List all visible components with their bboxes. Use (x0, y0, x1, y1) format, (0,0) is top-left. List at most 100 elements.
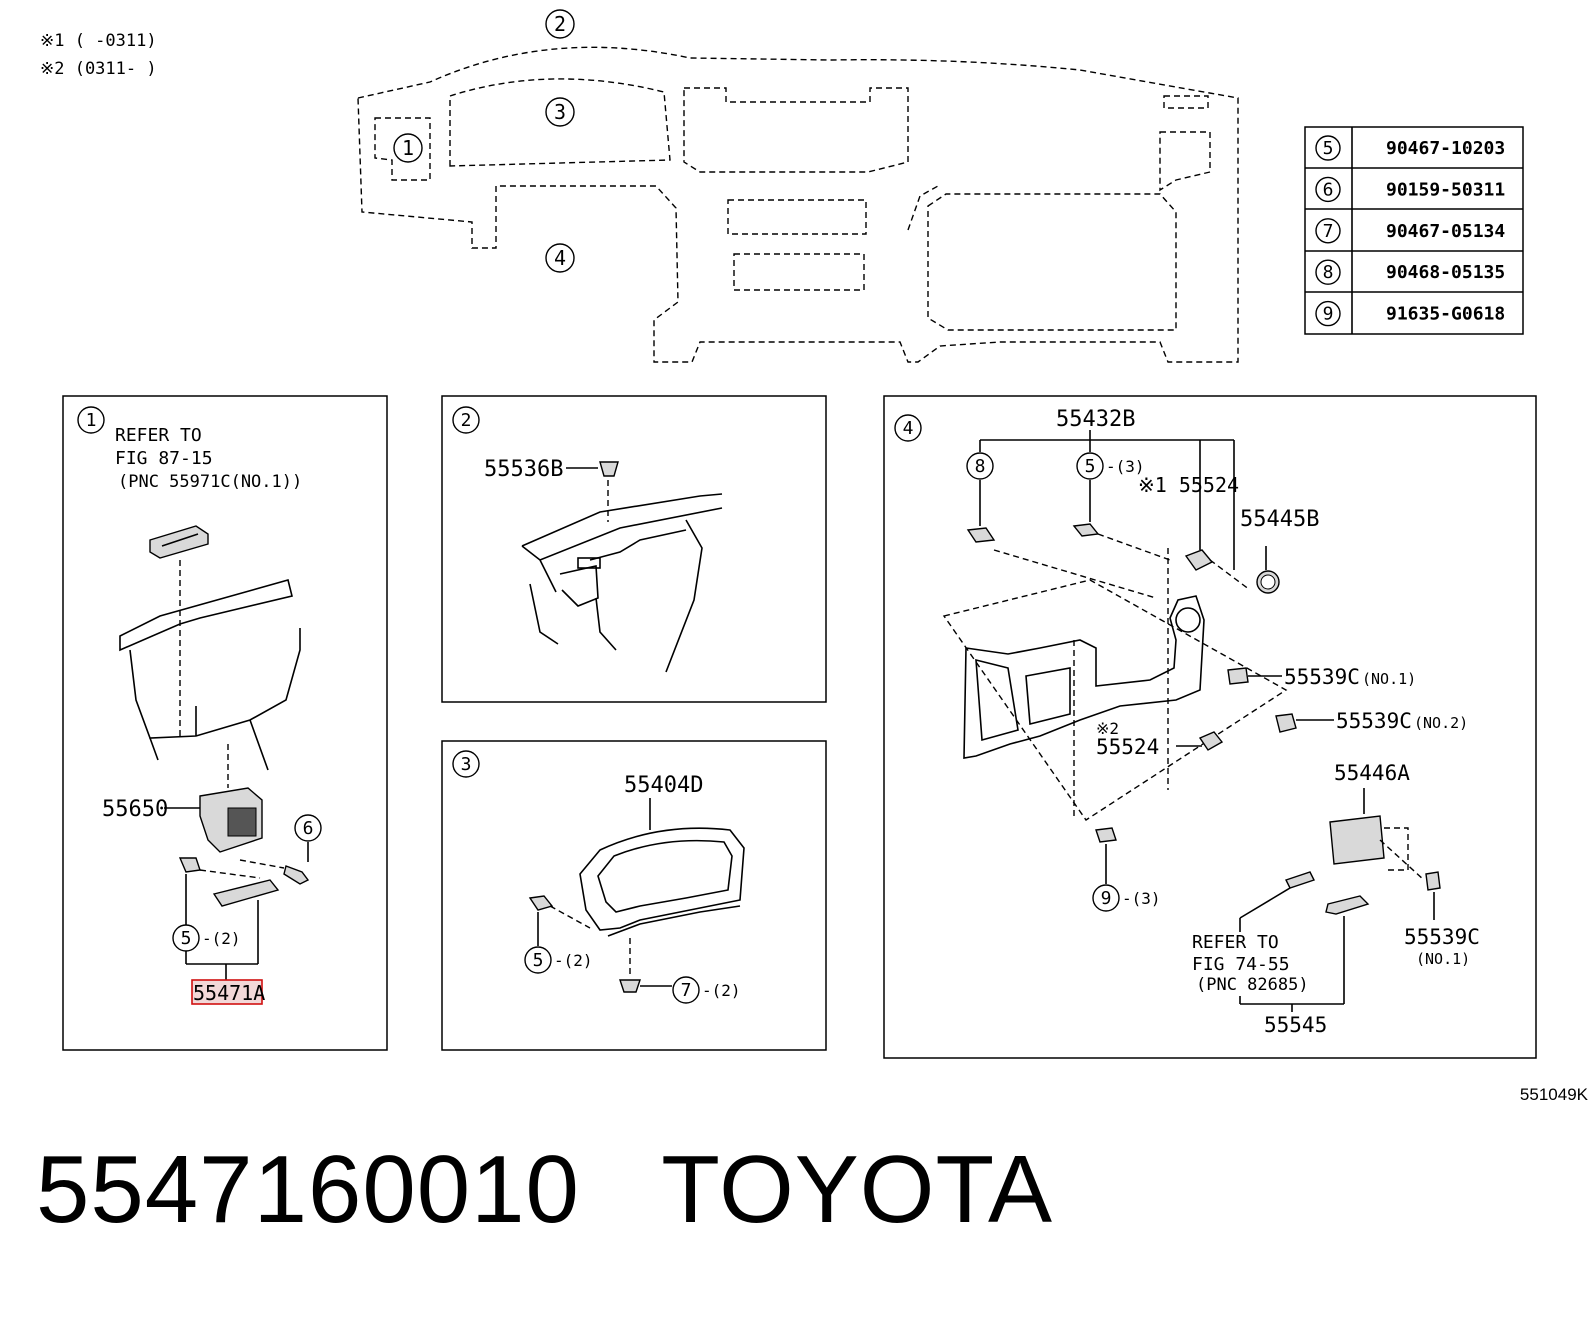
panel-1-number (77, 406, 105, 434)
panel-3-number-label: 3 (461, 754, 472, 775)
clip-55524-top (1184, 549, 1214, 571)
clip-8 (966, 527, 996, 543)
label-no2: (NO.2) (1414, 714, 1468, 732)
table-row-num: 9 (1323, 304, 1334, 325)
label-55539c-no2: 55539C (1336, 709, 1412, 733)
panel-2 (441, 395, 827, 703)
screw-part (283, 865, 310, 885)
clip-part (178, 857, 201, 873)
panel-4 (883, 395, 1537, 1059)
table-row-part-code: 91635-G0618 (1386, 304, 1505, 325)
table-row-part-code: 90467-10203 (1386, 138, 1505, 159)
table-row-num: 5 (1323, 138, 1334, 159)
part-number-table (1304, 126, 1524, 335)
label-55545: 55545 (1264, 1013, 1327, 1037)
clip-55536b (599, 461, 619, 477)
overview-callout-3-label: 3 (554, 100, 566, 124)
label-55524: 55524 (1096, 735, 1159, 759)
panel-4-number-label: 4 (903, 418, 914, 439)
panel-4-refer-line-2: FIG 74-55 (1192, 954, 1290, 975)
table-row-part-code: 90159-50311 (1386, 179, 1505, 200)
panel-1-qty-5: -(2) (202, 929, 241, 948)
label-55539c-b: 55539C (1404, 925, 1480, 949)
panel-3-qty-5: -(2) (554, 951, 593, 970)
panel-4-qty-5: -(3) (1106, 457, 1145, 476)
panel-2-number (452, 406, 480, 434)
panel-3-callout-7 (672, 976, 700, 1004)
clip-55539c-b (1425, 871, 1441, 891)
panel-2-number-label: 2 (461, 410, 472, 431)
side-vent-part (149, 525, 209, 559)
panel-4-qty-9: -(3) (1122, 889, 1161, 908)
table-row-part-code: 90468-05135 (1386, 262, 1505, 283)
panel-3 (441, 740, 827, 1051)
label-55539c-no1: 55539C (1284, 665, 1360, 689)
panel-1-refer-line-3: (PNC 55971C(NO.1)) (118, 472, 302, 492)
clip-55524-bottom (1198, 731, 1224, 751)
label-55536b: 55536B (484, 457, 563, 482)
table-row-callout (1315, 218, 1341, 244)
panel-1-callout-5 (172, 924, 200, 952)
overview-callout-1 (393, 133, 423, 163)
note-ref-2: ※2 (1096, 719, 1119, 738)
table-row-num: 6 (1323, 179, 1334, 200)
overview-callout-1-label: 1 (402, 136, 414, 160)
label-55404d: 55404D (624, 773, 703, 798)
overview-callout-2-label: 2 (554, 12, 566, 36)
panel-3-qty-7: -(2) (702, 981, 741, 1000)
table-row-callout (1315, 176, 1341, 203)
cover-55545 (1325, 895, 1370, 915)
panel-4-callout-8-label: 8 (975, 456, 986, 477)
screw-9 (1095, 827, 1117, 843)
label-no1-b: (NO.1) (1416, 950, 1470, 968)
highlighted-part-55471a[interactable]: 55471A (193, 981, 265, 1005)
clip-55539c-no1 (1227, 667, 1249, 685)
switch-55446a (1329, 815, 1385, 865)
table-row-part-code: 90467-05134 (1386, 221, 1505, 242)
label-55446a: 55446A (1334, 761, 1410, 785)
dashboard-corner-part (119, 579, 293, 652)
dashboard-overview (357, 46, 1239, 363)
note-1: ※1 ( -0311) (40, 31, 157, 51)
table-row-callout (1315, 300, 1341, 327)
figure-code: 551049K (1520, 1085, 1589, 1104)
table-row-num: 8 (1323, 262, 1334, 283)
label-55445b: 55445B (1240, 507, 1319, 532)
panel-4-callout-8 (966, 452, 994, 480)
panel-1-refer-line-1: REFER TO (115, 425, 202, 446)
overview-callout-3 (545, 97, 575, 127)
cap-55539c-no2 (1275, 713, 1297, 733)
overview-callout-2 (545, 9, 575, 39)
label-55650: 55650 (102, 797, 168, 822)
panel-4-callout-9-label: 9 (1101, 888, 1112, 909)
panel-3-callout-5-label: 5 (533, 950, 544, 971)
label-55432b: 55432B (1056, 407, 1135, 432)
panel-1 (62, 395, 388, 1051)
panel-4-callout-5 (1076, 452, 1104, 480)
panel-3-callout-7-label: 7 (681, 980, 692, 1001)
panel-4-callout-5-label: 5 (1085, 456, 1096, 477)
table-row-callout (1315, 135, 1341, 161)
clip-part-p3 (528, 895, 554, 911)
highlight-box-55471a (191, 979, 263, 1005)
panel-3-number (452, 750, 480, 778)
panel-1-refer-line-2: FIG 87-15 (115, 448, 213, 469)
table-row-num: 7 (1323, 221, 1334, 242)
panel-1-number-label: 1 (86, 410, 97, 431)
panel-4-refer-line-3: (PNC 82685) (1196, 975, 1309, 995)
clip-5 (1072, 523, 1100, 537)
label-n1-55524: ※1 55524 (1138, 473, 1239, 497)
panel-4-number (894, 414, 922, 442)
overview-callout-4-label: 4 (554, 246, 566, 270)
table-row-callout (1315, 259, 1341, 285)
label-no1-a: (NO.1) (1362, 670, 1416, 688)
panel-1-callout-5-label: 5 (181, 928, 192, 949)
callout-6-label: 6 (303, 818, 314, 839)
panel-4-callout-9 (1092, 884, 1120, 912)
lower-cover-part (212, 879, 280, 907)
clip-7 (619, 979, 641, 993)
small-bracket (1285, 871, 1315, 889)
callout-6 (294, 814, 322, 842)
meter-hood-55404d (579, 827, 745, 931)
note-2: ※2 (0311- ) (40, 59, 157, 79)
